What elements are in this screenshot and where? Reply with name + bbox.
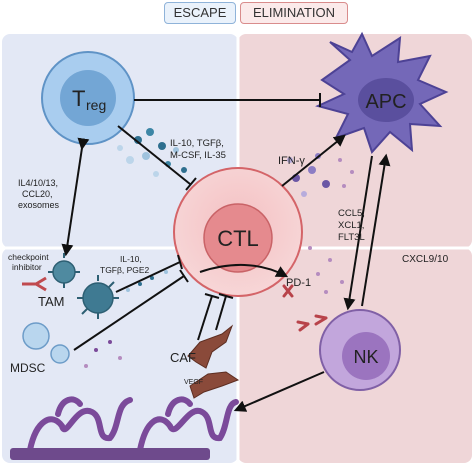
tam-label: TAM [38, 294, 64, 309]
legend-escape: ESCAPE [164, 2, 236, 24]
nk-cell: NK [319, 309, 401, 391]
checkpoint-line1: checkpoint [8, 252, 49, 262]
tam-cytokine-dots [84, 270, 168, 368]
tam-recruit-line3: exosomes [18, 200, 60, 210]
annotation-labels: IL-10, TGFβ, M-CSF, IL-35 IFN-γ CCL5, XC… [8, 138, 449, 386]
pd1-receptor-icon [282, 284, 328, 332]
caf-cells: CAF [170, 324, 240, 399]
checkpoint-line2: inhibitor [12, 262, 42, 272]
tam-recruit-line1: IL4/10/13, [18, 178, 58, 188]
chemokine-line1: CCL5, [338, 208, 365, 219]
treg-cell: T reg [41, 51, 135, 145]
tumor-vessels [27, 396, 239, 453]
legend-elimination: ELIMINATION [240, 2, 348, 24]
chemokine-dots [308, 158, 354, 294]
chemokine-line3: FLT3L [338, 232, 365, 243]
vessel-base [10, 448, 210, 460]
pd1-label: PD-1 [286, 277, 311, 289]
mdsc-cells: MDSC [10, 322, 70, 375]
mdsc-label: MDSC [10, 361, 46, 375]
apc-label: APC [365, 91, 406, 113]
tam-cytokine-line2: TGFβ, PGE2 [100, 265, 150, 275]
vegf-label: VEGF [184, 379, 203, 386]
antibody-icon [22, 276, 47, 292]
cxcl-label: CXCL9/10 [402, 254, 449, 265]
treg-cytokine-dots [117, 128, 187, 177]
treg-sub-label: reg [86, 97, 106, 113]
apc-cell: APC [315, 31, 449, 154]
caf-label: CAF [170, 350, 196, 365]
ifn-label: IFN-γ [278, 155, 305, 167]
nk-label: NK [353, 347, 378, 367]
treg-label: T [72, 86, 85, 111]
treg-cytokines-line1: IL-10, TGFβ, [170, 138, 224, 149]
ctl-cell: CTL [173, 167, 303, 297]
tam-cytokine-line1: IL-10, [120, 254, 142, 264]
interaction-arrows [61, 93, 391, 412]
tam-recruit-line2: CCL20, [22, 189, 53, 199]
tam-cells: TAM [38, 253, 119, 319]
treg-cytokines-line2: M-CSF, IL-35 [170, 150, 226, 161]
chemokine-line2: XCL1, [338, 220, 364, 231]
ctl-label: CTL [217, 226, 259, 251]
